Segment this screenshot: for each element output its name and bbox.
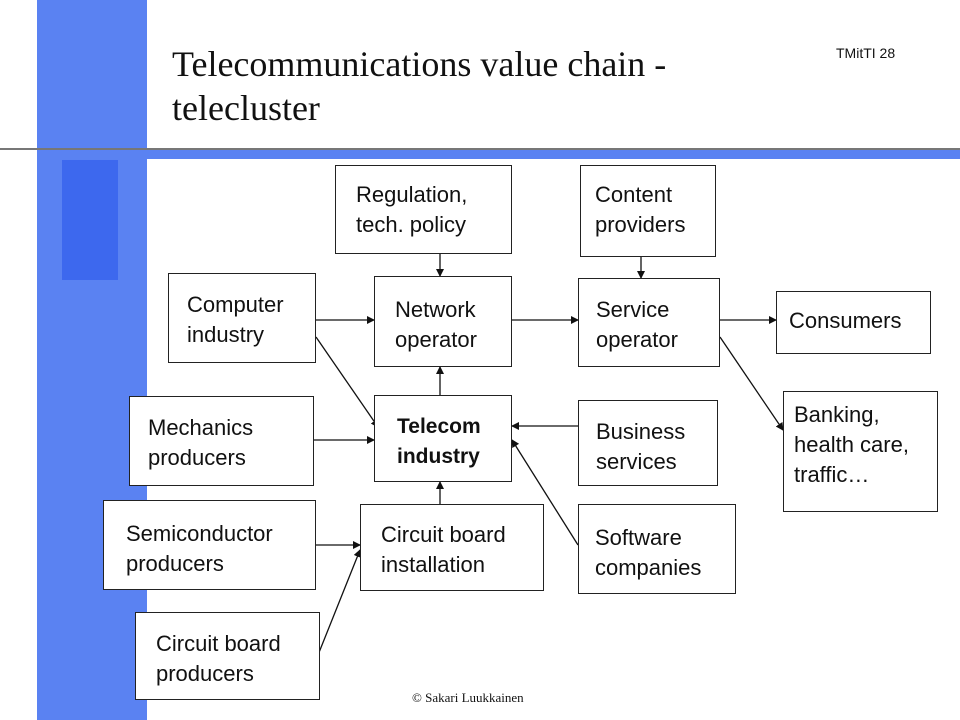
node-regulation-label: Regulation, tech. policy <box>356 182 468 237</box>
node-business-services: Business services <box>578 400 718 486</box>
node-network-operator-label: Network operator <box>395 297 477 352</box>
node-circuit-board-installation-label: Circuit board installation <box>381 522 506 577</box>
title-rule <box>0 148 960 150</box>
node-circuit-board-installation: Circuit board installation <box>360 504 544 591</box>
node-service-operator: Service operator <box>578 278 720 367</box>
accent-bar-thin <box>42 280 75 410</box>
node-consumers-label: Consumers <box>789 308 902 333</box>
arrow-software-telecom <box>511 439 579 546</box>
node-computer-industry: Computer industry <box>168 273 316 363</box>
accent-bar-inner <box>62 160 118 280</box>
arrow-service-banking <box>719 336 784 431</box>
node-software-companies-label: Software companies <box>595 525 702 580</box>
slide-title: Telecommunications value chain - teleclu… <box>172 44 667 128</box>
node-computer-industry-label: Computer industry <box>187 292 284 347</box>
node-network-operator: Network operator <box>374 276 512 367</box>
node-semiconductor-producers-label: Semiconductor producers <box>126 521 273 576</box>
copyright-footer: © Sakari Luukkainen <box>412 690 524 705</box>
node-circuit-board-producers: Circuit board producers <box>135 612 320 700</box>
arrow-computer-telecom <box>315 336 379 428</box>
node-semiconductor-producers: Semiconductor producers <box>103 500 316 590</box>
node-banking-label: Banking, health care, traffic… <box>794 402 909 487</box>
node-telecom-industry-label: Telecom industry <box>397 415 481 468</box>
accent-bar-lower <box>37 350 47 720</box>
node-service-operator-label: Service operator <box>596 297 678 352</box>
node-consumers: Consumers <box>776 291 931 354</box>
node-banking: Banking, health care, traffic… <box>783 391 938 512</box>
node-business-services-label: Business services <box>596 419 686 474</box>
node-telecom-industry: Telecom industry <box>374 395 512 482</box>
slide-number: TMitTI 28 <box>836 45 896 61</box>
node-content-providers-label: Content providers <box>595 182 686 237</box>
node-circuit-board-producers-label: Circuit board producers <box>156 631 281 686</box>
accent-margin <box>0 0 37 720</box>
node-regulation: Regulation, tech. policy <box>335 165 512 254</box>
node-mechanics-producers: Mechanics producers <box>129 396 314 486</box>
node-content-providers: Content providers <box>580 165 716 257</box>
title-underline-bar <box>52 150 960 159</box>
node-mechanics-producers-label: Mechanics producers <box>148 415 254 470</box>
arrow-circuitprod-install <box>317 549 362 656</box>
node-software-companies: Software companies <box>578 504 736 594</box>
